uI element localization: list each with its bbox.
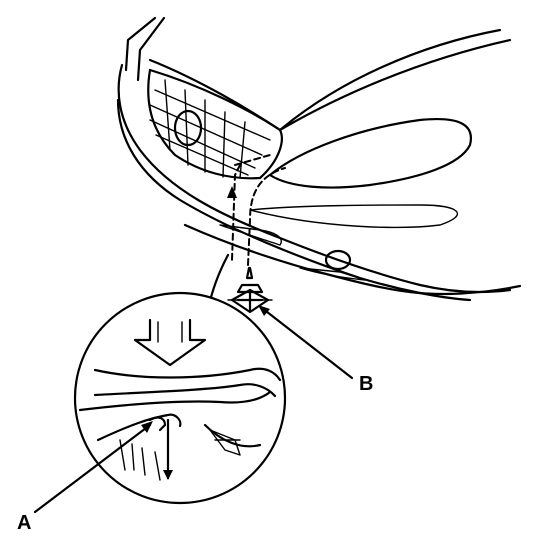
arrow-down-icon (163, 470, 173, 480)
leader-line-a (33, 423, 152, 514)
fog-light-icon (324, 249, 352, 271)
arrow-a-icon (141, 421, 153, 433)
detail-circle (73, 291, 287, 505)
bumper-details (219, 204, 459, 281)
leader-line-b (260, 306, 354, 380)
callout-label-b: B (359, 373, 374, 395)
arrow-b-icon (258, 305, 270, 316)
arrow-up-icon (227, 186, 237, 198)
callout-label-a: A (17, 512, 32, 534)
grille (147, 68, 283, 180)
clip-routing (227, 154, 286, 266)
emblem-icon (173, 109, 203, 147)
clip-b (227, 266, 273, 314)
car-body (116, 16, 522, 302)
headlight (268, 118, 473, 189)
